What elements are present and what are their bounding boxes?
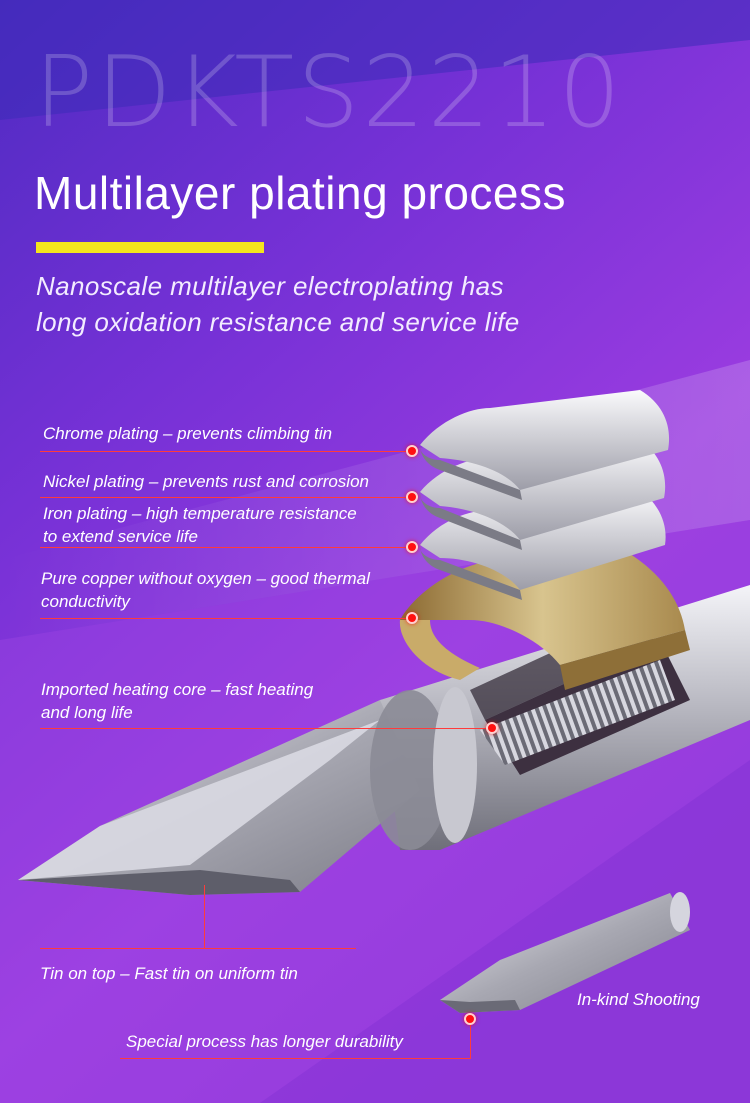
subtitle: Nanoscale multilayer electroplating has … (36, 268, 520, 340)
callout-iron-line-2: to extend service life (43, 527, 198, 546)
copper-marker-icon (406, 612, 418, 624)
callout-special: Special process has longer durability (126, 1030, 403, 1053)
nickel-marker-icon (406, 491, 418, 503)
callout-iron-line-1: Iron plating – high temperature resistan… (43, 504, 357, 523)
copper-leader-line (40, 618, 412, 619)
callout-copper-line-1: Pure copper without oxygen – good therma… (41, 569, 370, 588)
model-watermark: PDKTS2210 (34, 36, 624, 150)
callout-core-line-1: Imported heating core – fast heating (41, 680, 314, 699)
callout-tin-text: Tin on top – Fast tin on uniform tin (40, 964, 298, 983)
accent-bar (36, 242, 264, 253)
in-kind-tip-photo (440, 892, 690, 1013)
chrome-marker-icon (406, 445, 418, 457)
page-title: Multilayer plating process (34, 167, 567, 219)
iron-leader-line (40, 547, 412, 548)
subtitle-line-2: long oxidation resistance and service li… (36, 307, 520, 337)
callout-inkind: In-kind Shooting (577, 988, 700, 1011)
chrome-plating-shell (419, 390, 670, 500)
callout-chrome: Chrome plating – prevents climbing tin (43, 422, 332, 445)
callout-iron: Iron plating – high temperature resistan… (43, 502, 357, 548)
tin-leader-vertical (204, 885, 205, 948)
callout-core: Imported heating core – fast heating and… (41, 678, 313, 724)
special-leader-vertical (470, 1022, 471, 1058)
special-leader-line (120, 1058, 471, 1059)
callout-core-line-2: and long life (41, 703, 133, 722)
chrome-leader-line (40, 451, 412, 452)
callout-chrome-text: Chrome plating – prevents climbing tin (43, 424, 333, 443)
special-marker-icon (464, 1013, 476, 1025)
callout-special-text: Special process has longer durability (126, 1032, 403, 1051)
callout-nickel-text: Nickel plating – prevents rust and corro… (43, 472, 369, 491)
callout-nickel: Nickel plating – prevents rust and corro… (43, 470, 369, 493)
callout-inkind-text: In-kind Shooting (577, 990, 700, 1009)
subtitle-line-1: Nanoscale multilayer electroplating has (36, 271, 504, 301)
iron-marker-icon (406, 541, 418, 553)
core-leader-line (40, 728, 492, 729)
nickel-leader-line (40, 497, 412, 498)
callout-copper: Pure copper without oxygen – good therma… (41, 567, 370, 613)
callout-tin: Tin on top – Fast tin on uniform tin (40, 962, 298, 985)
callout-copper-line-2: conductivity (41, 592, 130, 611)
tin-leader-line (40, 948, 356, 949)
core-marker-icon (486, 722, 498, 734)
